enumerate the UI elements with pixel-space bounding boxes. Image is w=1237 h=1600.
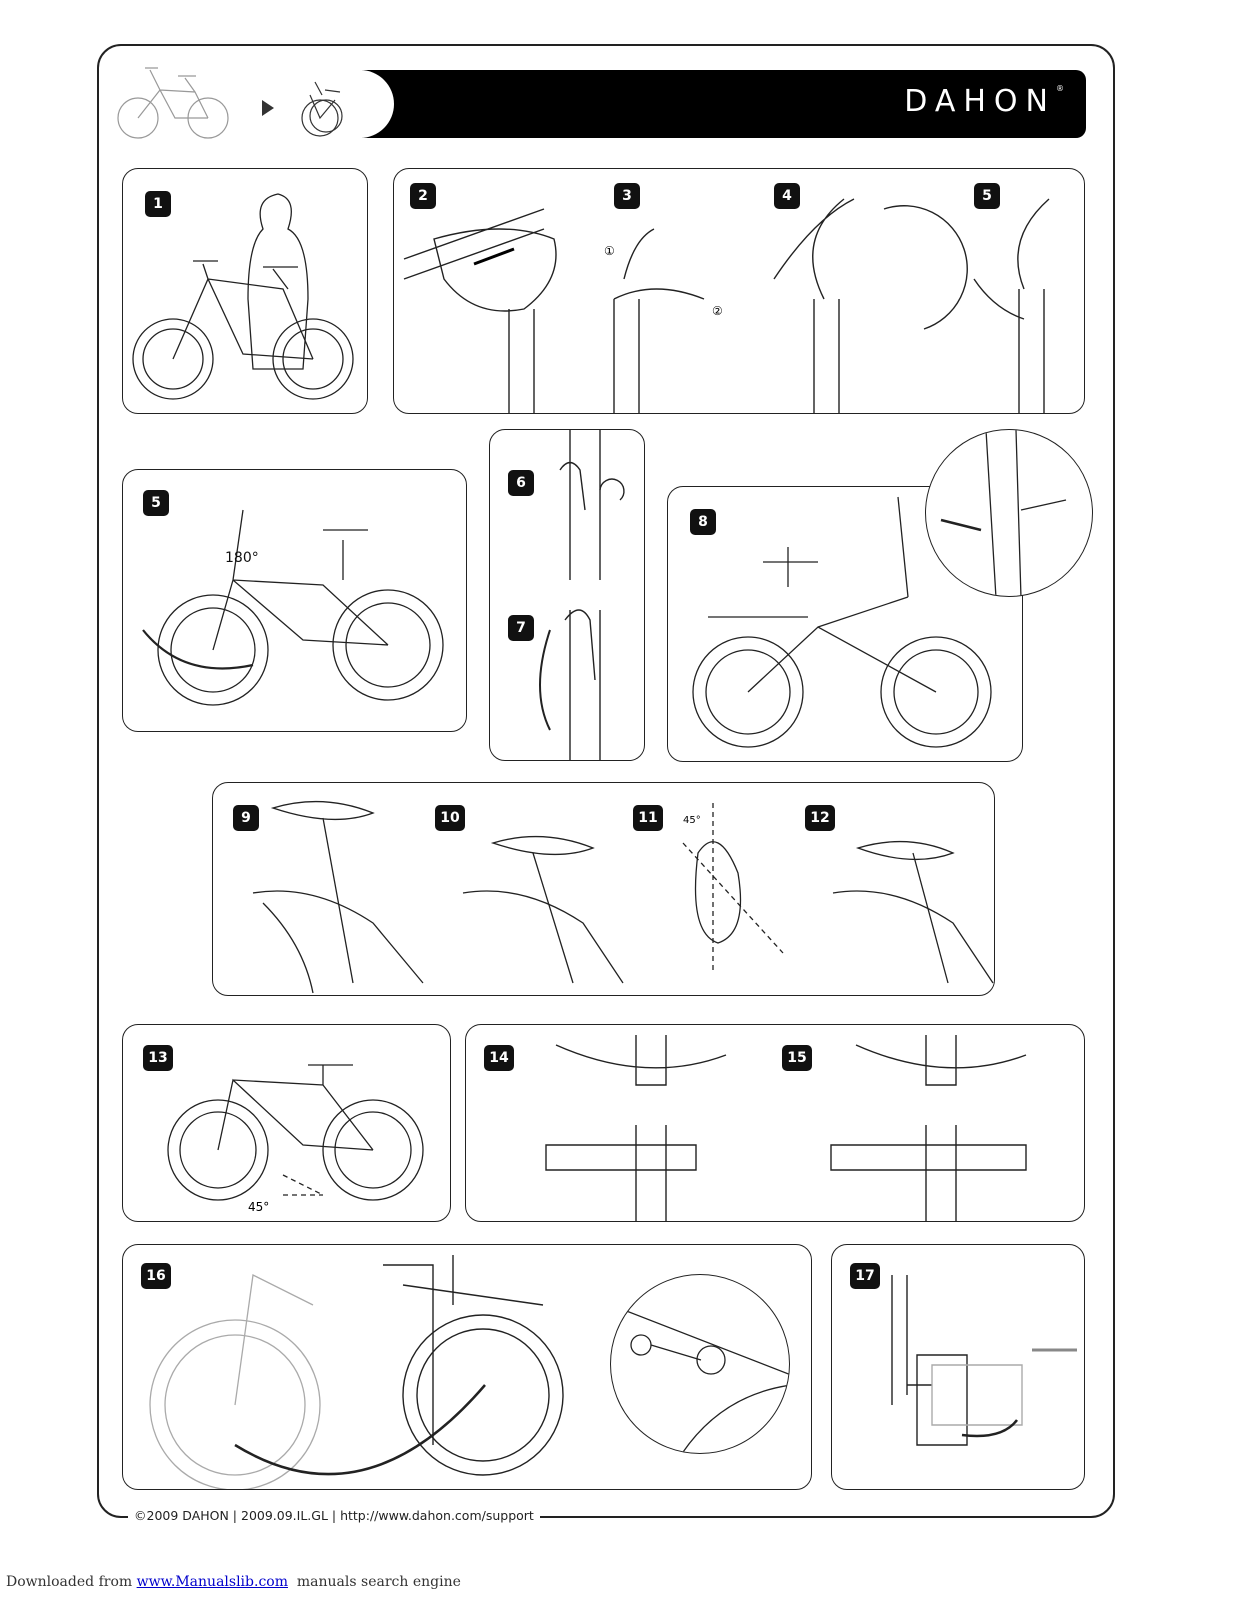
panel-step-13: 13 45°: [122, 1024, 451, 1222]
step-badge: 10: [435, 805, 465, 831]
step-badge: 7: [508, 615, 534, 641]
rotation-label: 180°: [225, 550, 259, 566]
panel-steps-2-5: 2 3 4 5 ① ②: [393, 168, 1085, 414]
handlebar-latch-illustration: ① ②: [403, 198, 1050, 413]
bike-with-person-illustration: [132, 193, 354, 400]
step-badge: 2: [410, 183, 436, 209]
svg-text:①: ①: [604, 244, 615, 258]
step-badge: 4: [774, 183, 800, 209]
svg-text:45°: 45°: [683, 815, 701, 826]
step-badge: 1: [145, 191, 171, 217]
step-badge: 3: [614, 183, 640, 209]
step-badge: 11: [633, 805, 663, 831]
folding-handlebar-illustration: [692, 496, 992, 748]
brand-logo: DAHON®: [904, 84, 1064, 119]
panel-step-17: 17: [831, 1244, 1085, 1490]
kickstand-illustration: 45°: [167, 1064, 424, 1214]
panel-steps-6-7: 6 7: [489, 429, 645, 761]
manualslib-link[interactable]: www.Manualslib.com: [136, 1574, 288, 1590]
step-badge: 6: [508, 470, 534, 496]
svg-text:②: ②: [712, 304, 723, 318]
step-badge: 17: [850, 1263, 880, 1289]
detail-circle-16: [610, 1274, 790, 1454]
detail-circle-8: [925, 429, 1093, 597]
panel-step-1: 1: [122, 168, 368, 414]
step-badge: 12: [805, 805, 835, 831]
download-note: Downloaded from www.Manualslib.com manua…: [6, 1574, 461, 1590]
stem-latch-illustration: [539, 430, 625, 760]
saddle-adjustment-illustration: 45°: [252, 800, 994, 994]
step-badge: 5: [143, 490, 169, 516]
step-badge: 5: [974, 183, 1000, 209]
step-badge: 8: [690, 509, 716, 535]
panel-steps-14-15: 14 15: [465, 1024, 1085, 1222]
panel-steps-9-12: 9 10 11 12 45°: [212, 782, 995, 996]
step-badge: 13: [143, 1045, 173, 1071]
step-badge: 16: [141, 1263, 171, 1289]
step-badge: 14: [484, 1045, 514, 1071]
fold-bike-illustration: [149, 1255, 564, 1489]
header-cap: [358, 70, 394, 138]
pedal-fold-illustration: [545, 1035, 1027, 1221]
step-badge: 9: [233, 805, 259, 831]
magnet-latch-illustration: [891, 1275, 1077, 1446]
page-frame: [97, 44, 1115, 1518]
panel-step-5-rotate: 5 180°: [122, 469, 467, 732]
front-wheel-rotation-illustration: [142, 509, 444, 706]
footer-copyright: ©2009 DAHON | 2009.09.IL.GL | http://www…: [128, 1508, 540, 1523]
step-badge: 15: [782, 1045, 812, 1071]
svg-text:45°: 45°: [248, 1200, 269, 1214]
header-bar: DAHON®: [358, 70, 1086, 138]
